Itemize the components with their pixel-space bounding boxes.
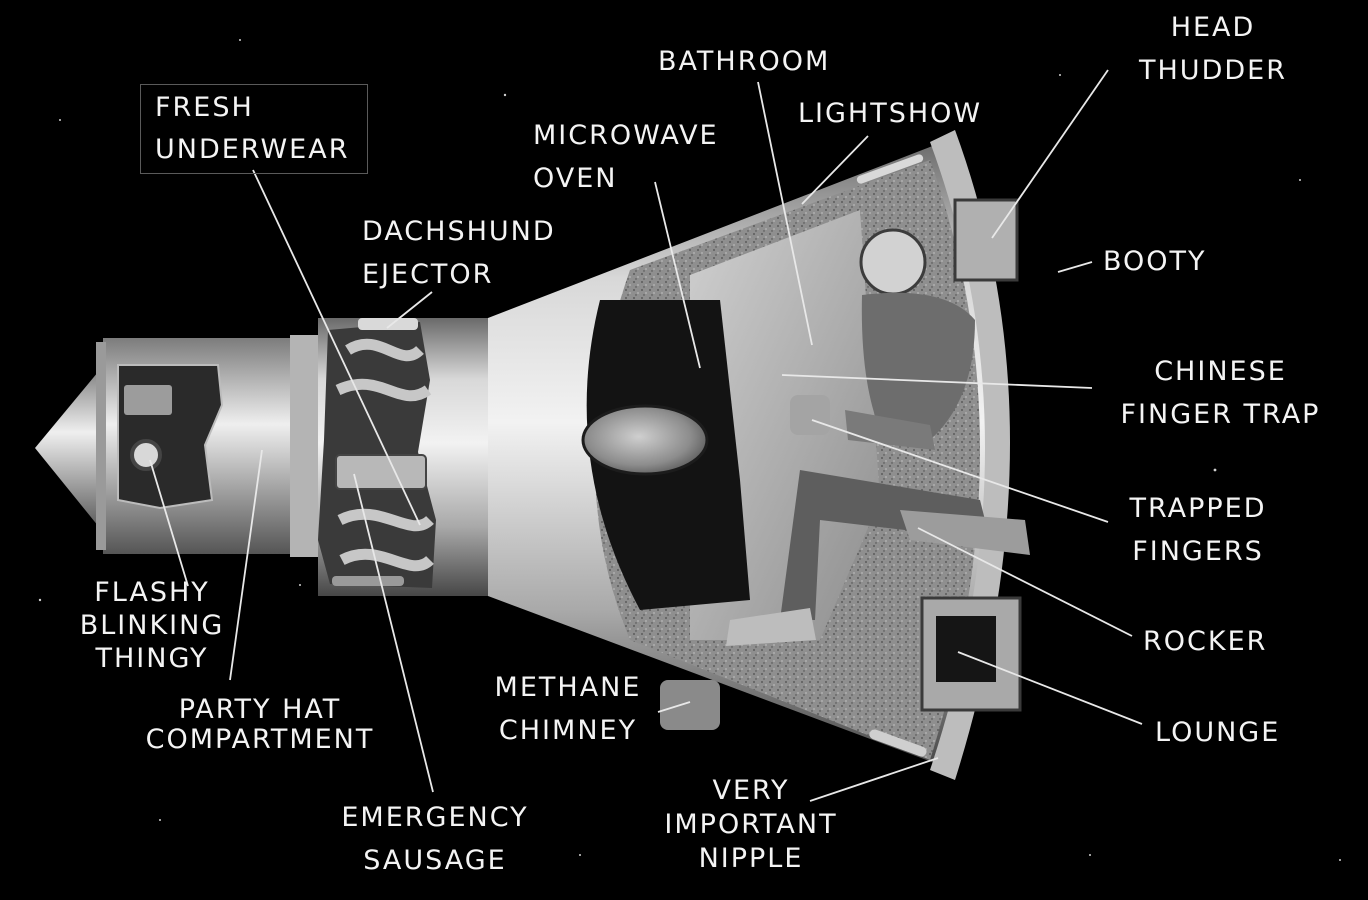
leader-chinese-finger-trap: [781, 374, 1093, 389]
lightshow-strip: [856, 154, 924, 184]
leader-lounge: [957, 651, 1143, 725]
astronaut-figure: [726, 228, 990, 646]
leader-rocker: [917, 527, 1133, 637]
stars: [38, 39, 1341, 861]
leader-lines: [149, 69, 1143, 802]
leader-head-thudder: [991, 69, 1109, 239]
methane-chimney-pipe: [660, 680, 720, 730]
leader-bathroom: [757, 81, 813, 346]
label-head-thudder: HEAD THUDDER: [1139, 12, 1287, 86]
label-booty: BOOTY: [1103, 246, 1207, 277]
lounge-screen: [936, 616, 996, 682]
label-methane-chimney: METHANE CHIMNEY: [494, 672, 642, 746]
capsule-body: [35, 130, 1030, 780]
label-lounge: LOUNGE: [1155, 717, 1281, 748]
flashy-blinking-thingy-light: [130, 439, 162, 471]
label-party-hat-compartment: PARTY HAT COMPARTMENT: [145, 694, 375, 755]
leader-very-important-nipple: [809, 757, 939, 802]
leader-lightshow: [801, 135, 869, 205]
leader-emergency-sausage: [353, 473, 434, 793]
label-lightshow: LIGHTSHOW: [798, 98, 983, 129]
label-bathroom: BATHROOM: [658, 46, 831, 77]
leader-fresh-underwear: [252, 169, 421, 526]
nipple-fitting: [869, 729, 927, 757]
periscope-lens: [581, 404, 709, 476]
leader-microwave-oven: [654, 181, 701, 369]
label-fresh-underwear: FRESH UNDERWEAR: [140, 84, 369, 174]
leader-flashy-blinking-thingy: [149, 459, 189, 587]
leader-booty: [1057, 261, 1093, 273]
leader-party-hat-compartment: [229, 449, 263, 681]
label-emergency-sausage: EMERGENCY SAUSAGE: [341, 802, 529, 876]
label-trapped-fingers: TRAPPED FINGERS: [1129, 493, 1267, 567]
label-rocker: ROCKER: [1143, 626, 1268, 657]
head-thudder-box: [953, 198, 1019, 282]
nose-cone: [35, 366, 103, 532]
rocker-seat: [900, 510, 1030, 555]
label-very-important-nipple: VERY IMPORTANT NIPPLE: [664, 775, 838, 874]
label-dachshund-ejector: DACHSHUND EJECTOR: [362, 216, 556, 290]
leader-methane-chimney: [657, 701, 691, 713]
label-chinese-finger-trap: CHINESE FINGER TRAP: [1120, 356, 1321, 430]
leader-trapped-fingers: [811, 419, 1109, 523]
leader-dachshund-ejector: [386, 291, 433, 329]
label-microwave-oven: MICROWAVE OVEN: [533, 120, 719, 194]
label-flashy-blinking-thingy: FLASHY BLINKING THINGY: [79, 577, 225, 674]
